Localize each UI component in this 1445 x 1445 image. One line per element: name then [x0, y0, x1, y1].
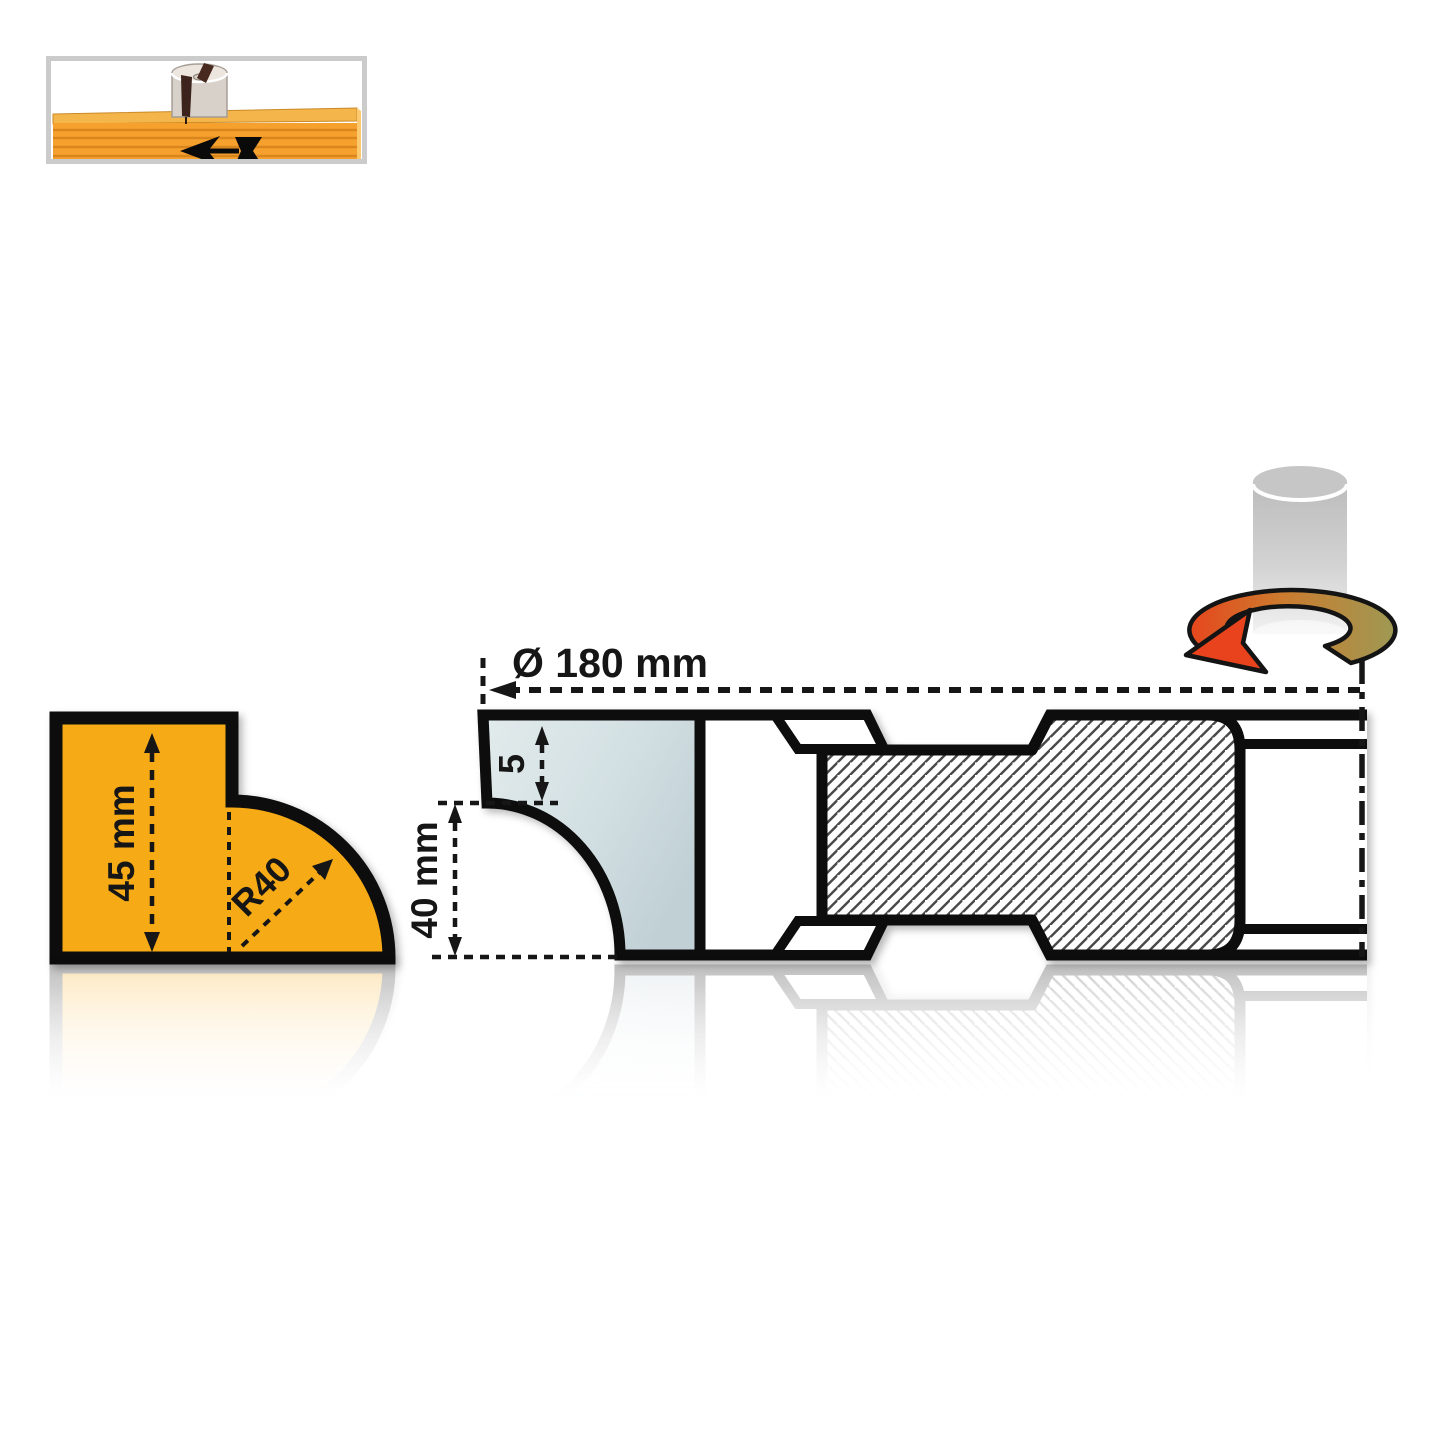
diameter-label: Ø 180 mm	[512, 640, 708, 686]
hatched-core-section	[816, 709, 1246, 961]
wood-board-end-face	[357, 108, 361, 159]
dimensions	[144, 658, 1365, 960]
knife-plate	[477, 709, 706, 961]
reflection	[56, 967, 1367, 1210]
feed-arrow-icon	[180, 136, 262, 159]
spindle-group	[1183, 466, 1398, 675]
knife-top	[197, 63, 214, 83]
rim-lines	[1240, 739, 1367, 934]
diagram-solids	[49, 709, 1367, 965]
radius-dimension	[227, 812, 333, 952]
depth-label: 40 mm	[404, 821, 445, 938]
spindle-cylinder-bottom	[1253, 620, 1347, 648]
tip-label: 5	[491, 754, 532, 774]
spindle-cylinder-rim	[1251, 483, 1349, 502]
clamp-wedge-bottom	[765, 916, 893, 960]
feed-direction-inset	[46, 56, 367, 164]
diameter-dimension	[480, 658, 1365, 957]
height-label: 45 mm	[101, 784, 142, 901]
spindle-cylinder-top	[1253, 466, 1347, 498]
clamp-wedge-top	[765, 710, 893, 754]
workpiece-profile-shape	[49, 711, 396, 965]
rotation-arrowhead	[1183, 607, 1269, 675]
feed-direction-icon	[52, 63, 361, 159]
rotation-arrow	[1187, 587, 1398, 666]
tip-height-dimension	[535, 726, 549, 801]
height-dimension	[144, 733, 160, 952]
knife-front-slot	[181, 75, 192, 117]
cutter-cylinder	[170, 63, 229, 124]
profile-depth-dimension	[432, 800, 622, 960]
